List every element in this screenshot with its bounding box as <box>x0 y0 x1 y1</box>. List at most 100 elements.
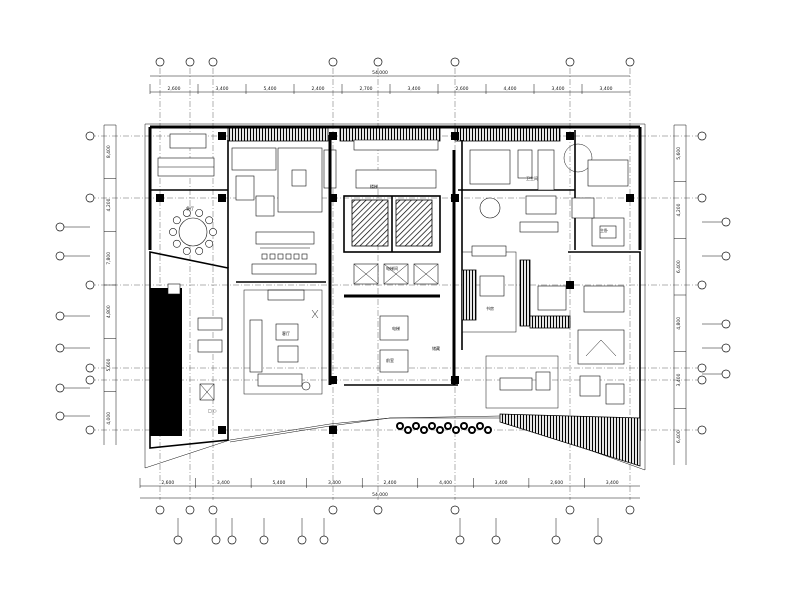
room-label-study: 书房 <box>486 305 494 311</box>
core: 电梯间 前室 <box>343 139 458 386</box>
dimension-label: 2,600 <box>168 86 181 92</box>
grid-bubble-top <box>185 57 195 67</box>
lift-label-1: 电梯间 <box>386 265 398 271</box>
grid-bubble-left-outer <box>55 251 65 261</box>
column <box>218 194 226 202</box>
structural-columns <box>156 132 634 434</box>
bar-stool <box>285 253 292 260</box>
bed-right-top <box>587 159 629 187</box>
coffee-table <box>275 323 299 341</box>
column <box>156 194 164 202</box>
bar-stool <box>277 253 284 260</box>
grid-bubble-bottom-outer <box>593 535 603 545</box>
grid-bubble-right <box>697 193 707 203</box>
dimension-label: 2,600 <box>456 86 469 92</box>
shrub-center <box>422 428 426 432</box>
grid-bubble-left <box>85 131 95 141</box>
shrub-center <box>414 424 418 428</box>
living-room <box>236 135 332 395</box>
sofa-north <box>267 289 305 301</box>
grid-bubble-right-outer <box>721 251 731 261</box>
north-wall-band-right <box>454 126 561 142</box>
top-total-label: 54,000 <box>372 70 388 76</box>
lounger-1 <box>197 317 223 331</box>
shrub-center <box>398 424 402 428</box>
dimension-label: 3,400 <box>328 480 341 486</box>
shrub-center <box>470 428 474 432</box>
column <box>218 426 226 434</box>
building-outline <box>144 123 646 471</box>
grid-bubble-bottom <box>565 505 575 515</box>
dimension-label: 3,400 <box>217 480 230 486</box>
grid-bubble-left <box>85 375 95 385</box>
grid-bubble-top <box>328 57 338 67</box>
column <box>451 194 459 202</box>
grid-bubble-left-outer <box>55 383 65 393</box>
grid-bubble-right <box>697 280 707 290</box>
column <box>329 194 337 202</box>
bar-stool <box>269 253 276 260</box>
dimension-label: 3,400 <box>676 373 682 386</box>
column <box>329 426 337 434</box>
south-terrace <box>229 413 641 467</box>
bathtub <box>479 197 501 219</box>
column <box>566 281 574 289</box>
grid-bubble-bottom <box>625 505 635 515</box>
grid-bubble-right-outer <box>721 319 731 329</box>
dimension-label: 3,400 <box>216 86 229 92</box>
shrub-center <box>478 424 482 428</box>
dimension-label: 2,700 <box>360 86 373 92</box>
dining-chair <box>205 216 214 225</box>
shrub-center <box>446 424 450 428</box>
grid-bubble-bottom-outer <box>297 535 307 545</box>
north-wall-band-mid <box>339 126 441 142</box>
bottom-total-label: 54,000 <box>372 492 388 498</box>
grid-bubble-bottom-outer <box>319 535 329 545</box>
dimension-label: 4,800 <box>106 305 112 318</box>
bed-south-right <box>577 329 625 365</box>
pool-edge <box>167 283 181 295</box>
grid-bubble-left-outer <box>55 311 65 321</box>
grid-bubble-right <box>697 131 707 141</box>
grid-bubble-left-outer <box>55 343 65 353</box>
sofa-south <box>257 373 303 387</box>
dimension-label: 3,400 <box>552 86 565 92</box>
shrub-center <box>462 424 466 428</box>
dimension-label: 4,400 <box>504 86 517 92</box>
dimension-label: 6,400 <box>676 260 682 273</box>
dining-table <box>178 217 208 247</box>
grid-bubble-right-outer <box>721 343 731 353</box>
room-label-storage: 储藏 <box>432 345 440 351</box>
pool <box>150 288 182 436</box>
stair-1 <box>351 199 389 247</box>
grid-bubble-left-outer <box>55 411 65 421</box>
room-label-stair: 楼梯 <box>370 183 378 189</box>
grid-bubbles <box>55 57 731 545</box>
room-label-bath: 卫生间 <box>526 175 538 181</box>
dining-chair <box>195 247 204 255</box>
grid-bubble-left <box>85 193 95 203</box>
grid-bubble-bottom <box>155 505 165 515</box>
column <box>329 132 337 140</box>
grid-bubble-bottom <box>373 505 383 515</box>
column <box>218 132 226 140</box>
room-label-bedroom: 主卧 <box>600 227 608 233</box>
column <box>329 376 337 384</box>
dimension-label: 5,400 <box>264 86 277 92</box>
dimension-label: 5,600 <box>676 147 682 160</box>
dining-chair <box>195 209 204 217</box>
room-label-dining: 餐厅 <box>186 205 194 211</box>
north-wall-band-left <box>227 126 329 142</box>
grid-bubble-bottom-outer <box>227 535 237 545</box>
dining-chair <box>172 239 181 248</box>
grid-bubble-right-outer <box>721 369 731 379</box>
column <box>451 132 459 140</box>
grid-bubble-top <box>208 57 218 67</box>
grid-bubble-left-outer <box>55 222 65 232</box>
svg-text:□ ○: □ ○ <box>208 408 217 413</box>
